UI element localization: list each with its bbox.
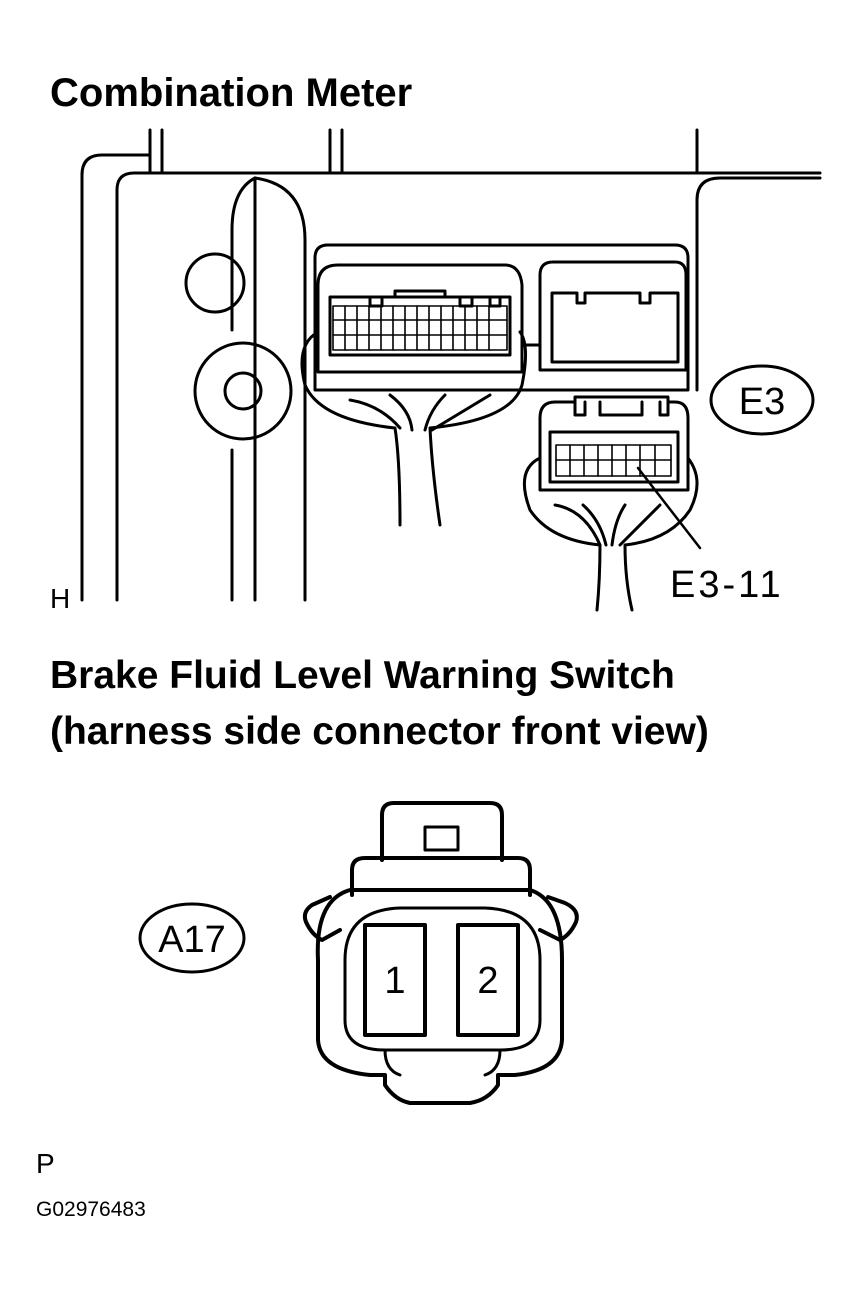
mount-ring-outer [193, 341, 293, 441]
e3-label-oval [709, 364, 815, 436]
housing-right-contour [695, 176, 822, 392]
meter-connector-left-face [328, 295, 512, 357]
harness-outer-line [80, 153, 152, 602]
mount-circle-small [184, 252, 246, 314]
e3-connector-pins [555, 444, 672, 477]
e3-connector-face [548, 430, 680, 484]
meter-connector-right-body [538, 260, 688, 372]
mount-bracket-right [253, 176, 307, 602]
combination-meter-title: Combination Meter [50, 71, 413, 115]
e3-connector-harness [522, 456, 699, 612]
figure-id: G02976483 [36, 1198, 146, 1221]
view-marker-h: H [50, 583, 71, 614]
view-marker-p: P [36, 1148, 55, 1179]
meter-connector-left-body [316, 263, 524, 374]
meter-connector-left-harness [300, 330, 527, 527]
meter-housing-edge [115, 171, 822, 602]
e3-11-label: E3-11 [670, 564, 784, 606]
switch-title-line1: Brake Fluid Level Warning Switch [50, 654, 675, 697]
connector-panel [313, 243, 690, 392]
meter-connector-right-face [550, 291, 680, 364]
e3-11-leader [636, 466, 702, 550]
switch-title-line2: (harness side connector front view) [50, 710, 709, 753]
e3-connector-wires [553, 503, 662, 547]
mount-bracket-shape [230, 176, 257, 332]
meter-connector-left-pins [332, 305, 508, 351]
meter-connector-left-wires [348, 393, 492, 432]
mount-ring-inner [223, 371, 263, 411]
e3-connector-latch [573, 400, 670, 417]
e3-label: E3 [739, 381, 785, 423]
